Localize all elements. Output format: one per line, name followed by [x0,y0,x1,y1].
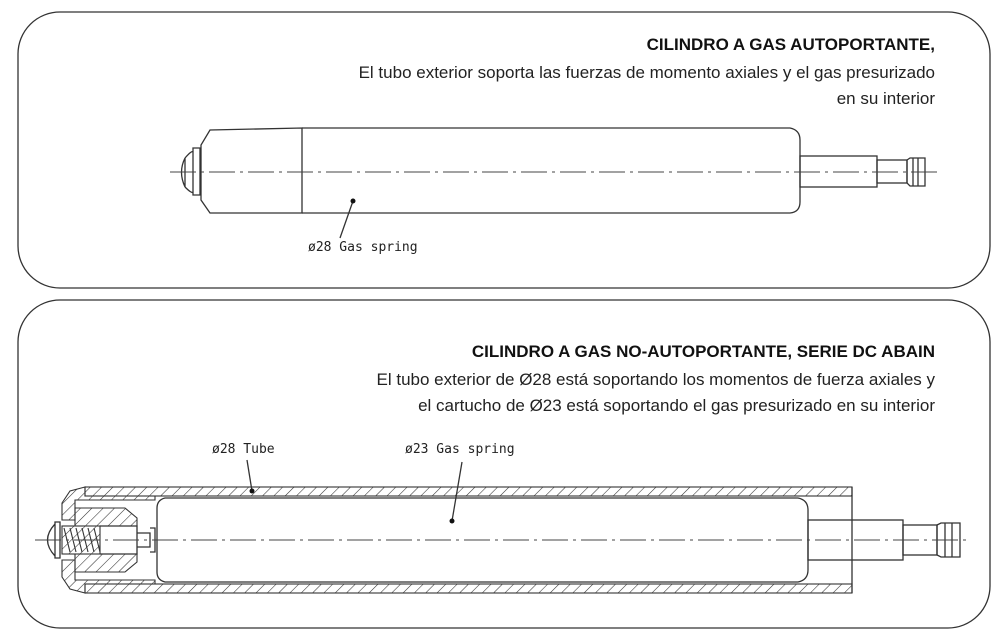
panel-2-title: CILINDRO A GAS NO-AUTOPORTANTE, SERIE DC… [472,342,935,361]
callout-tube-28: ø28 Tube [212,442,275,457]
callout-gas-spring-28: ø28 Gas spring [308,240,418,255]
panel-self-supporting: CILINDRO A GAS AUTOPORTANTE, El tubo ext… [17,11,991,289]
gas-spring-drawing-2 [35,459,970,594]
gas-spring-drawing-1 [170,127,940,239]
panel-2-desc-line-1: El tubo exterior de Ø28 está soportando … [377,370,936,389]
panel-1-desc-line-1: El tubo exterior soporta las fuerzas de … [359,63,935,82]
panel-1-desc-line-2: en su interior [837,89,936,108]
callout-gas-spring-23: ø23 Gas spring [405,442,515,457]
panel-1-title: CILINDRO A GAS AUTOPORTANTE, [647,35,935,54]
panel-non-self-supporting: CILINDRO A GAS NO-AUTOPORTANTE, SERIE DC… [17,299,991,629]
panel-2-desc-line-2: el cartucho de Ø23 está soportando el ga… [418,396,935,415]
